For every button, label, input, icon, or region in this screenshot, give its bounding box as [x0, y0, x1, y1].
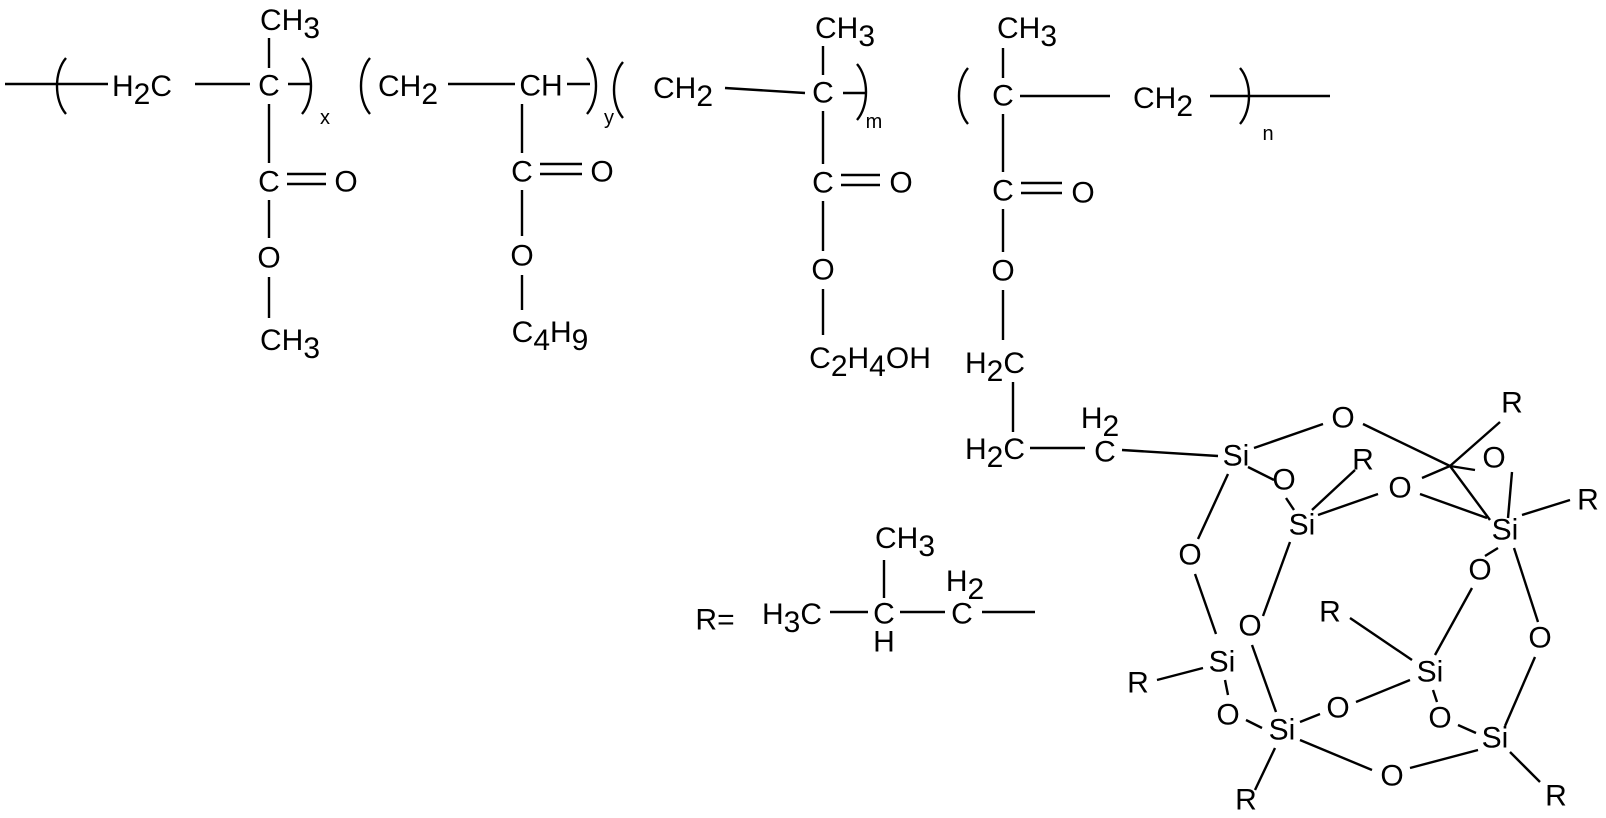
- h2c-atom: H2C: [965, 347, 1025, 388]
- r-group: R: [1545, 780, 1567, 813]
- unit-n: C CH3 CH2 C O O H2C H2C H2 C n: [965, 12, 1274, 474]
- o-atom: O: [1238, 610, 1261, 643]
- o-atom: O: [1178, 539, 1201, 572]
- ch3-atom: CH3: [260, 324, 320, 365]
- poss-cage-bonds: [1156, 421, 1571, 791]
- h3c-atom: H3C: [762, 598, 822, 639]
- carbonyl-carbon: C: [258, 166, 280, 199]
- repeat-brackets: [55, 57, 1251, 125]
- r-group: R: [1352, 444, 1374, 477]
- si-atom: Si: [1269, 714, 1296, 747]
- si-atom: Si: [1223, 440, 1250, 473]
- ch3-atom: CH3: [260, 4, 320, 45]
- carbonyl-carbon: C: [992, 175, 1014, 208]
- o-atom: O: [1216, 699, 1239, 732]
- c4h9-group: C4H9: [512, 316, 589, 357]
- bracket-x-close: [301, 57, 313, 115]
- r-group: R: [1319, 596, 1341, 629]
- r-group: R: [1127, 667, 1149, 700]
- o-atom: O: [1388, 472, 1411, 505]
- si-atom: Si: [1289, 509, 1316, 542]
- carbonyl-carbon: C: [511, 156, 533, 189]
- r-definition: R= H3C C H CH3 C H2: [695, 522, 1035, 659]
- index-x: x: [320, 107, 330, 129]
- index-n: n: [1262, 123, 1273, 145]
- bracket-y-open: [359, 57, 371, 115]
- ester-oxygen: O: [257, 242, 280, 275]
- quaternary-carbon: C: [992, 80, 1014, 113]
- ch2-atom: CH2: [1133, 82, 1193, 123]
- ester-oxygen: O: [811, 254, 834, 287]
- o-atom: O: [1272, 464, 1295, 497]
- unit-x: H2C C CH3 C O O CH3 x: [112, 4, 358, 365]
- quaternary-carbon: C: [258, 70, 280, 103]
- si-atom: Si: [1417, 656, 1444, 689]
- ch-atom: CH: [519, 70, 562, 103]
- o-atom: O: [1331, 402, 1354, 435]
- methylene-carbon: C: [1094, 436, 1116, 469]
- bracket-n-open: [957, 67, 969, 125]
- ch3-atom: CH3: [815, 12, 875, 53]
- bracket-m-close: [856, 63, 868, 121]
- si-atom: Si: [1482, 722, 1509, 755]
- h2-label: H2: [946, 565, 984, 606]
- r-group: R: [1577, 484, 1599, 517]
- bracket-x-open: [55, 57, 67, 115]
- ch2-atom: CH2: [653, 72, 713, 113]
- unit-y: CH2 CH C O O C4H9 y: [378, 70, 614, 357]
- r-equals-label: R=: [695, 604, 734, 637]
- bracket-m-open: [612, 61, 624, 119]
- carbonyl-carbon: C: [812, 167, 834, 200]
- carbonyl-oxygen: O: [334, 166, 357, 199]
- ester-oxygen: O: [510, 240, 533, 273]
- methylene-carbon: C: [951, 598, 973, 631]
- r-group: R: [1501, 387, 1523, 420]
- carbonyl-oxygen: O: [590, 156, 613, 189]
- o-atom: O: [1468, 554, 1491, 587]
- carbonyl-oxygen: O: [889, 167, 912, 200]
- h-atom: H: [873, 626, 895, 659]
- ch3-atom: CH3: [875, 522, 935, 563]
- o-atom: O: [1380, 760, 1403, 793]
- si-atom: Si: [1209, 646, 1236, 679]
- o-atom: O: [1528, 622, 1551, 655]
- o-atom: O: [1482, 442, 1505, 475]
- carbonyl-oxygen: O: [1071, 177, 1094, 210]
- ch2-atom: CH2: [378, 70, 438, 111]
- bracket-y-close: [586, 57, 598, 115]
- quaternary-carbon: C: [812, 77, 834, 110]
- unit-m: CH2 C CH3 C O O C2H4OH m: [653, 12, 931, 383]
- bracket-n-close: [1239, 67, 1251, 125]
- o-atom: O: [1428, 702, 1451, 735]
- methine-carbon: C: [873, 598, 895, 631]
- index-y: y: [604, 107, 614, 129]
- ch3-atom: CH3: [997, 12, 1057, 53]
- ester-oxygen: O: [991, 255, 1014, 288]
- h2-label: H2: [1081, 402, 1119, 443]
- h2c-atom: H2C: [965, 433, 1025, 474]
- si-atom: Si: [1492, 514, 1519, 547]
- poss-cage-atoms: Si O R O O R O Si Si R O O O R O Si Si R…: [1127, 387, 1599, 817]
- r-group: R: [1235, 784, 1257, 817]
- h2c-atom: H2C: [112, 70, 172, 111]
- o-atom: O: [1326, 692, 1349, 725]
- c2h4oh-group: C2H4OH: [809, 342, 931, 383]
- index-m: m: [866, 111, 883, 133]
